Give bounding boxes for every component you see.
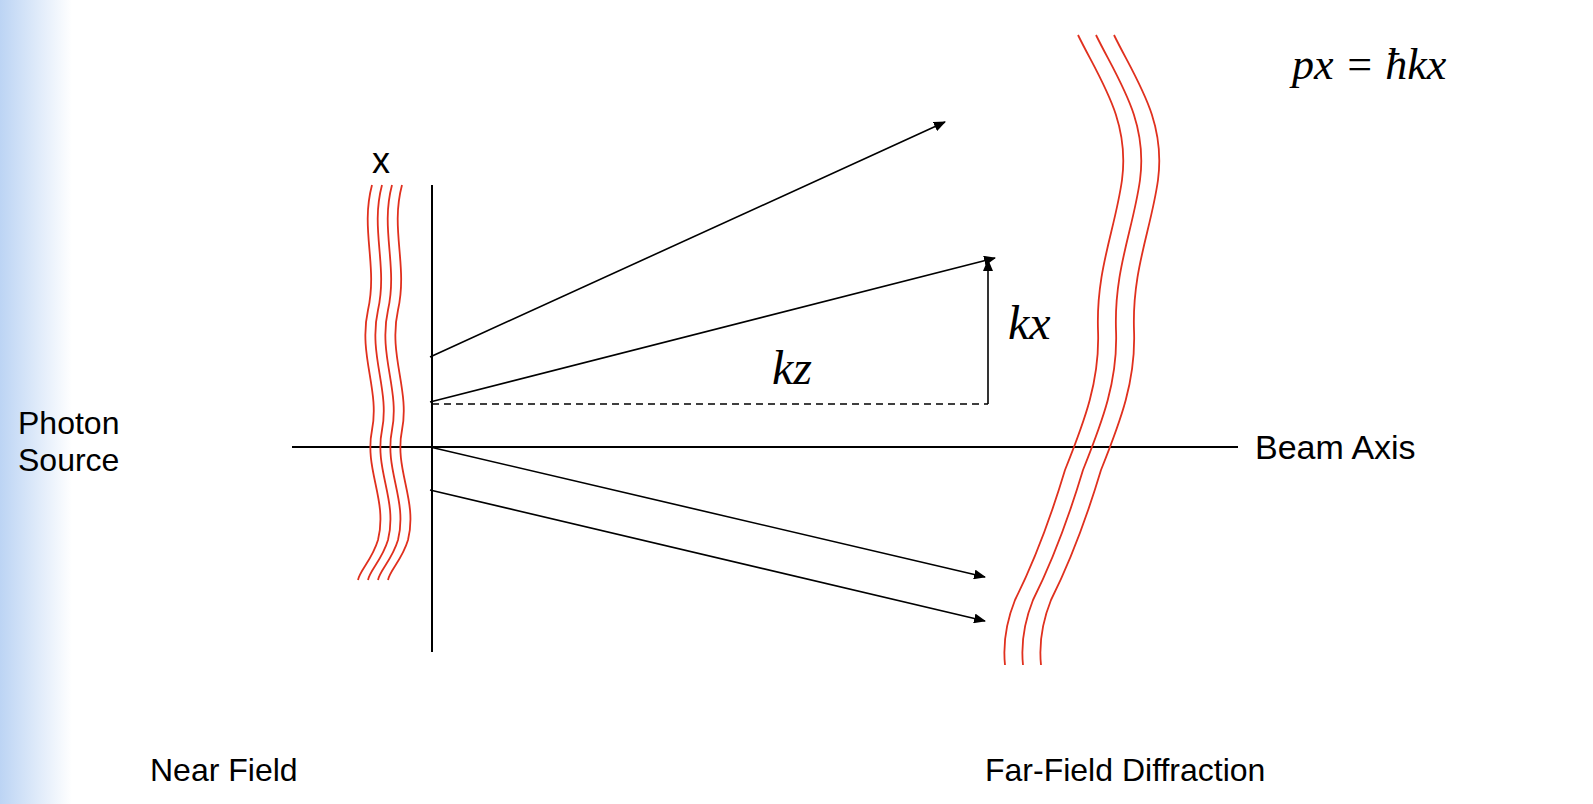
region-label: Near Field xyxy=(150,752,298,789)
source-label: Photon Source xyxy=(18,405,218,479)
ray-arrow xyxy=(430,258,995,402)
ray-arrow xyxy=(430,122,945,357)
vector-component-label: kx xyxy=(1008,295,1051,350)
axis-label: x xyxy=(372,140,390,181)
region-label: Far-Field Diffraction xyxy=(985,752,1265,789)
kz-dashed-line xyxy=(432,403,988,405)
ray-arrow xyxy=(430,447,985,577)
vector-component-label: kz xyxy=(772,340,812,395)
far-field-wavefronts xyxy=(1004,35,1159,665)
x-axis-line xyxy=(431,185,433,652)
ray-arrow xyxy=(430,490,985,621)
momentum-equation: px = ħkx xyxy=(1292,40,1446,91)
kx-arrow xyxy=(987,260,989,404)
side-band xyxy=(0,0,72,804)
near-field-wavefronts xyxy=(358,185,410,580)
axis-label: Beam Axis xyxy=(1255,428,1416,467)
